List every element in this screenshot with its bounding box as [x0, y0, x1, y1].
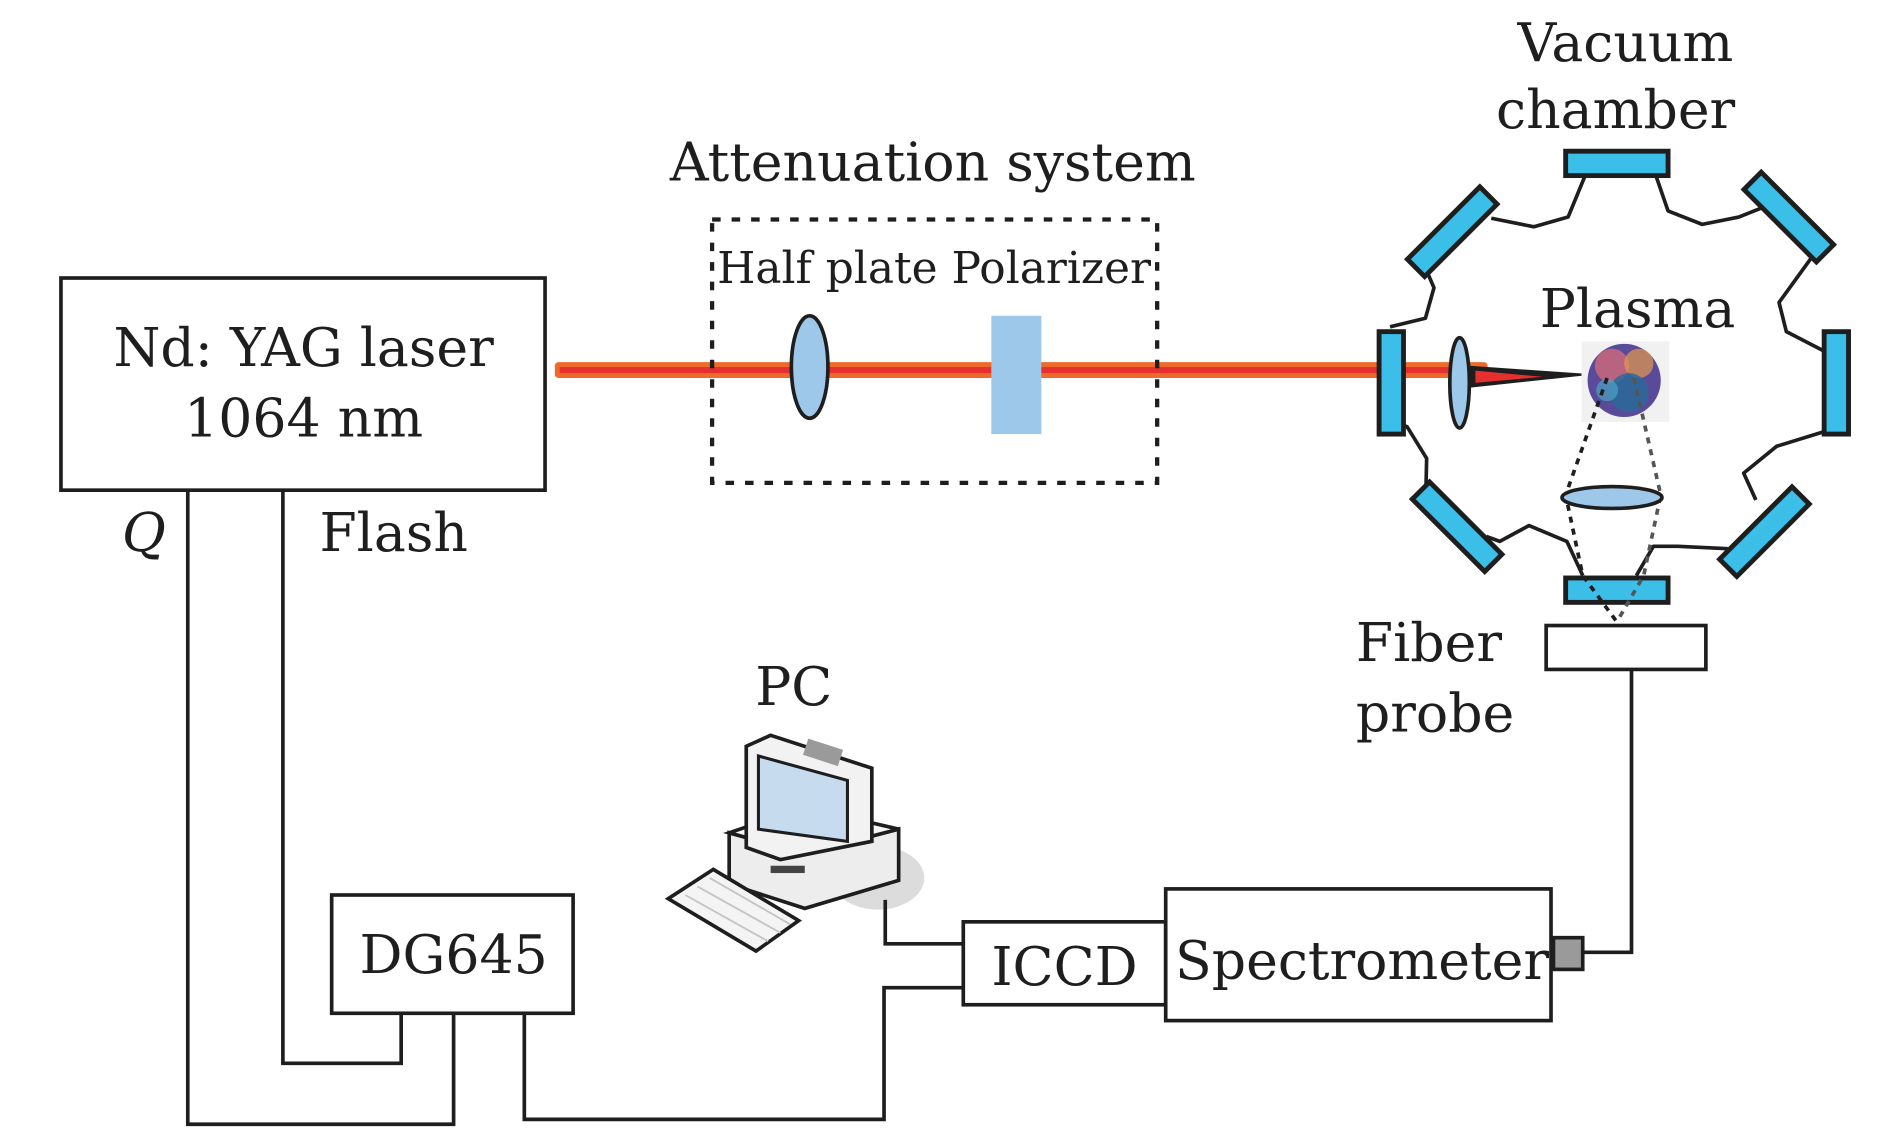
wire-q-switch-to-dg645: [185, 490, 456, 1127]
plasma-icon: [1581, 341, 1670, 422]
plasma-label: Plasma: [1540, 277, 1736, 340]
chamber-label-line1: Vacuum: [1517, 11, 1734, 74]
collection-lens: [1560, 484, 1664, 511]
laser-label-line1: Nd: YAG laser: [113, 316, 494, 379]
dg645-label: DG645: [359, 923, 547, 986]
vacuum-chamber: Vacuum chamber Plasma: [1376, 11, 1851, 623]
attenuation-dashed-box: [709, 217, 1160, 485]
wire-flash-to-dg645: [281, 490, 403, 1066]
half-wave-plate: [789, 313, 830, 421]
q-switch-label: Q: [122, 501, 166, 564]
fiber-label-line2: probe: [1356, 682, 1514, 745]
wire-pc-to-iccd: [883, 899, 964, 946]
fiber-label-line1: Fiber: [1356, 611, 1502, 674]
fiber-probe-box: [1544, 623, 1708, 672]
polarizer: [991, 315, 1042, 435]
attenuation-system: Attenuation system Half plate Polarizer: [669, 130, 1196, 485]
spectrometer-label: Spectrometer: [1175, 929, 1549, 992]
chamber-port-bottom: [1563, 575, 1671, 605]
attenuation-title: Attenuation system: [669, 130, 1196, 193]
focused-beam-core: [1475, 370, 1543, 383]
fiber-connector: [1551, 935, 1585, 972]
wire-fiber-to-spectrometer: [1582, 669, 1634, 955]
chamber-label-line2: chamber: [1496, 78, 1736, 141]
laser-unit: Nd: YAG laser 1064 nm: [59, 276, 547, 493]
detector: ICCD Spectrometer: [961, 887, 1585, 1023]
collection-ray-right: [1615, 377, 1663, 623]
fiber-probe: Fiber probe: [1356, 611, 1708, 745]
iccd-label: ICCD: [991, 935, 1137, 998]
chamber-wall: [1389, 174, 1825, 577]
iccd-box: [961, 920, 1168, 1007]
spectrometer-box: [1163, 887, 1553, 1023]
computer-icon: [664, 733, 925, 954]
chamber-port-lower-left: [1408, 478, 1506, 576]
chamber-port-left: [1376, 329, 1406, 437]
chamber-port-right: [1821, 329, 1851, 437]
flash-label: Flash: [319, 501, 467, 564]
collection-optics: [1560, 377, 1664, 623]
wiring: [185, 490, 1634, 1127]
wire-dg645-to-iccd: [522, 985, 964, 1122]
attenuation-components-label: Half plate Polarizer: [717, 243, 1151, 294]
laser-label-line2: 1064 nm: [184, 387, 423, 450]
chamber-port-lower-right: [1716, 483, 1813, 580]
chamber-port-top: [1563, 148, 1671, 179]
collection-ray-left: [1563, 377, 1619, 623]
chamber-port-upper-right: [1740, 168, 1838, 266]
laser-box: [59, 276, 547, 493]
focusing-lens: [1447, 335, 1472, 430]
pc-label: PC: [755, 655, 832, 718]
chamber-port-upper-left: [1403, 183, 1501, 280]
delay-generator: DG645: [329, 893, 575, 1016]
